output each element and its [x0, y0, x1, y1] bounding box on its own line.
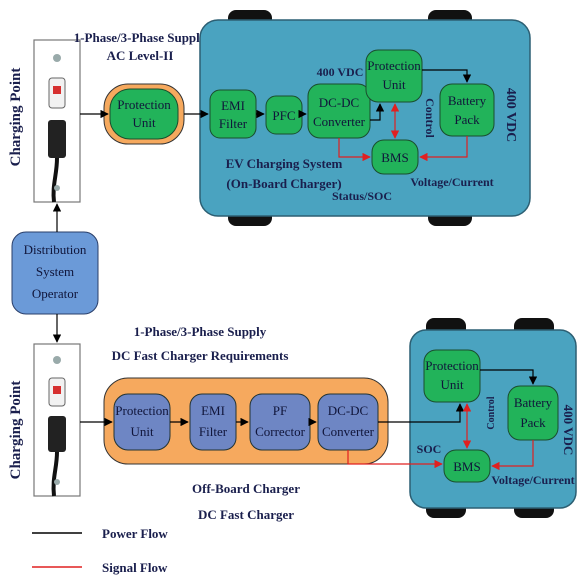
top-protection-unit-line1: Protection [117, 97, 171, 112]
bottom-emi-line2: Filter [199, 424, 228, 439]
dso-line3: Operator [32, 286, 79, 301]
top-supply-line1: 1-Phase/3-Phase Supply [74, 30, 207, 45]
top-system-line2: (On-Board Charger) [226, 176, 341, 191]
bottom-control-label: Control [486, 396, 497, 429]
charging-point-top-label: Charging Point [8, 68, 24, 167]
charging-point-top [34, 40, 80, 202]
bottom-dcdc-line1: DC-DC [328, 403, 368, 418]
bottom-supply-line1: 1-Phase/3-Phase Supply [134, 324, 267, 339]
bottom-protection-line2: Unit [130, 424, 154, 439]
top-supply-line2: AC Level-II [107, 48, 174, 63]
bottom-charger-line1: Off-Board Charger [192, 481, 300, 496]
dso-line1: Distribution [24, 242, 87, 257]
top-bms-label: BMS [381, 150, 408, 165]
top-car-protection-line2: Unit [382, 77, 406, 92]
legend-signal-label: Signal Flow [102, 560, 168, 575]
top-car-protection-line1: Protection [367, 58, 421, 73]
top-emi-line2: Filter [219, 116, 248, 131]
bottom-dcdc-line2: Converter [322, 424, 375, 439]
top-battery-line1: Battery [448, 93, 487, 108]
top-battery-pack [440, 84, 494, 136]
top-status-soc: Status/SOC [332, 189, 392, 203]
bottom-charger-line2: DC Fast Charger [198, 507, 294, 522]
top-vdc-over-dcdc: 400 VDC [317, 65, 364, 79]
bottom-bms-label: BMS [453, 459, 480, 474]
bottom-pf-line2: Corrector [255, 424, 305, 439]
top-system-line1: EV Charging System [226, 156, 343, 171]
bottom-supply-line2: DC Fast Charger Requirements [112, 348, 289, 363]
charging-point-bottom-label: Charging Point [8, 381, 24, 480]
top-protection-unit-line2: Unit [132, 115, 156, 130]
top-dcdc [308, 84, 370, 138]
bottom-battery-line1: Battery [514, 395, 553, 410]
bottom-protection-line1: Protection [115, 403, 169, 418]
top-voltage-current: Voltage/Current [410, 175, 493, 189]
bottom-battery-line2: Pack [520, 415, 546, 430]
top-vdc-side-label: 400 VDC [503, 88, 518, 143]
bottom-pf-line1: PF [273, 403, 287, 418]
top-dcdc-line2: Converter [313, 114, 366, 129]
dso-line2: System [36, 264, 74, 279]
bottom-voltage-current: Voltage/Current [491, 473, 574, 487]
top-dcdc-line1: DC-DC [319, 95, 359, 110]
bottom-vdc-side-label: 400 VDC [561, 405, 576, 456]
top-emi-line1: EMI [221, 98, 245, 113]
legend: Power Flow Signal Flow [32, 526, 168, 575]
bottom-emi-line1: EMI [201, 403, 225, 418]
bottom-soc-label: SOC [417, 442, 442, 456]
bottom-car-protection-line2: Unit [440, 377, 464, 392]
top-pfc-label: PFC [272, 108, 295, 123]
top-battery-line2: Pack [454, 112, 480, 127]
legend-power-label: Power Flow [102, 526, 168, 541]
top-control-label: Control [423, 98, 437, 138]
bottom-car-protection-line1: Protection [425, 358, 479, 373]
charging-point-bottom [34, 344, 80, 496]
